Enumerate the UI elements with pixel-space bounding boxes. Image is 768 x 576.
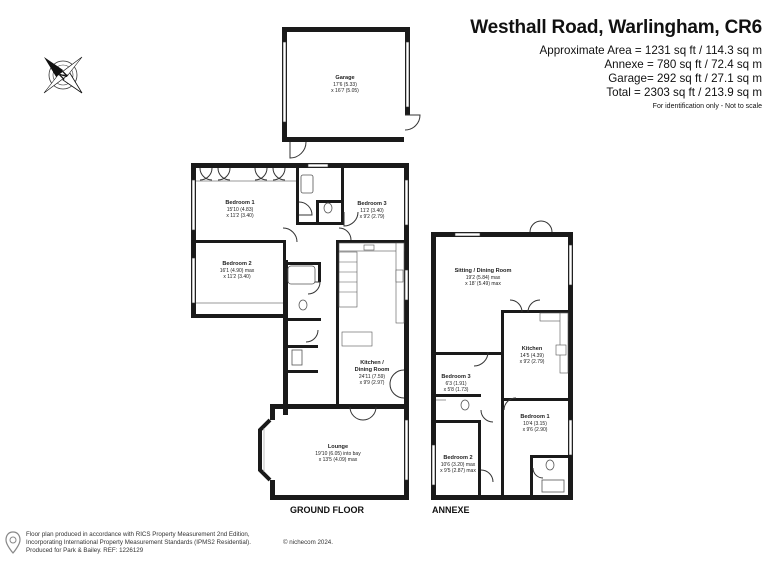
footer-line: Floor plan produced in accordance with R… [26, 531, 250, 538]
area-line-annexe: Annexe = 780 sq ft / 72.4 sq m [604, 58, 762, 71]
floor-label-annexe: ANNEXE [432, 505, 470, 515]
room-dim: x 9'2 (2.79) [520, 359, 545, 365]
room-dim: 16'1 (4.90) max [220, 268, 255, 274]
copyright-text: © nichecom 2024. [283, 539, 333, 546]
room-dim: 10'4 (3.15) [523, 421, 547, 427]
room-kitchen-dining: Kitchen / Dining Room 24'11 (7.59) x 9'9… [355, 360, 390, 386]
room-bedroom1-main: Bedroom 1 15'10 (4.83) x 11'2 (3.40) [225, 200, 254, 219]
room-bedroom2-main: Bedroom 2 16'1 (4.90) max x 11'2 (3.40) [220, 261, 255, 280]
room-dim: x 9'9 (2.97) [360, 380, 385, 386]
room-garage: Garage 17'6 (5.33) x 16'7 (5.05) [331, 75, 359, 94]
room-dim: x 16'7 (5.05) [331, 88, 359, 94]
room-name: Bedroom 1 [225, 200, 254, 206]
room-name: Garage [335, 75, 354, 81]
room-name: Bedroom 1 [520, 414, 549, 420]
room-lounge: Lounge 19'10 (6.05) into bay x 13'5 (4.0… [315, 444, 361, 463]
room-dim: 19'10 (6.05) into bay [315, 451, 361, 457]
garage-structure [282, 27, 421, 159]
room-name: Sitting / Dining Room [455, 268, 512, 274]
room-name: Bedroom 2 [443, 455, 472, 461]
room-dim: x 5'8 (1.73) [444, 387, 469, 393]
room-dim: 6'3 (1.91) [446, 381, 467, 387]
room-bedroom3-main: Bedroom 3 11'2 (3.40) x 9'2 (2.79) [357, 201, 386, 220]
room-kitchen-annexe: Kitchen 14'5 (4.39) x 9'2 (2.79) [520, 346, 545, 365]
room-name: Kitchen [522, 346, 543, 352]
room-dim: 14'5 (4.39) [520, 353, 544, 359]
footer-line: Incorporating International Property Mea… [26, 539, 251, 546]
room-dim: x 11'2 (3.40) [226, 213, 254, 219]
room-name: Lounge [328, 444, 348, 450]
room-dim: x 13'5 (4.09) max [319, 457, 358, 463]
footer-line: Produced for Park & Bailey. REF: 1226129 [26, 547, 144, 554]
room-name: Bedroom 3 [441, 374, 470, 380]
room-dim: x 18' (5.49) max [465, 281, 501, 287]
annexe-structure [431, 220, 573, 500]
footer-text: Floor plan produced in accordance with R… [26, 531, 251, 555]
room-dim: x 9'2 (2.79) [360, 214, 385, 220]
property-title: Westhall Road, Warlingham, CR6 [470, 17, 762, 38]
room-dim: 24'11 (7.59) [359, 374, 385, 380]
scale-note: For identification only - Not to scale [652, 103, 762, 110]
room-dim: x 9'6 (2.90) [523, 427, 548, 433]
room-bedroom3-annexe: Bedroom 3 6'3 (1.91) x 5'8 (1.73) [441, 374, 470, 393]
room-dim: 19'2 (5.84) max [466, 275, 501, 281]
room-dim: 15'10 (4.83) [227, 207, 254, 213]
room-name: Kitchen / [360, 360, 384, 366]
ground-floor-structure [191, 163, 409, 500]
room-name: Dining Room [355, 367, 390, 373]
room-dim: x 11'2 (3.40) [223, 274, 251, 280]
floor-label-ground: GROUND FLOOR [290, 505, 364, 515]
area-line-total: Total = 2303 sq ft / 213.9 sq m [606, 86, 762, 99]
area-line-approx: Approximate Area = 1231 sq ft / 114.3 sq… [539, 44, 762, 57]
room-bedroom2-annexe: Bedroom 2 10'6 (3.20) max x 9'5 (2.87) m… [440, 455, 476, 474]
room-name: Bedroom 3 [357, 201, 386, 207]
compass-north-icon: N [43, 56, 83, 94]
room-name: Bedroom 2 [222, 261, 251, 267]
room-dim: 11'2 (3.40) [360, 208, 384, 214]
room-sitting-dining: Sitting / Dining Room 19'2 (5.84) max x … [455, 268, 512, 287]
room-bedroom1-annexe: Bedroom 1 10'4 (3.15) x 9'6 (2.90) [520, 414, 549, 433]
room-dim: x 9'5 (2.87) max [440, 468, 476, 474]
room-dim: 10'6 (3.20) max [441, 462, 476, 468]
area-line-garage: Garage= 292 sq ft / 27.1 sq m [608, 72, 762, 85]
room-dim: 17'6 (5.33) [333, 82, 357, 88]
rics-logo-icon [5, 531, 21, 554]
